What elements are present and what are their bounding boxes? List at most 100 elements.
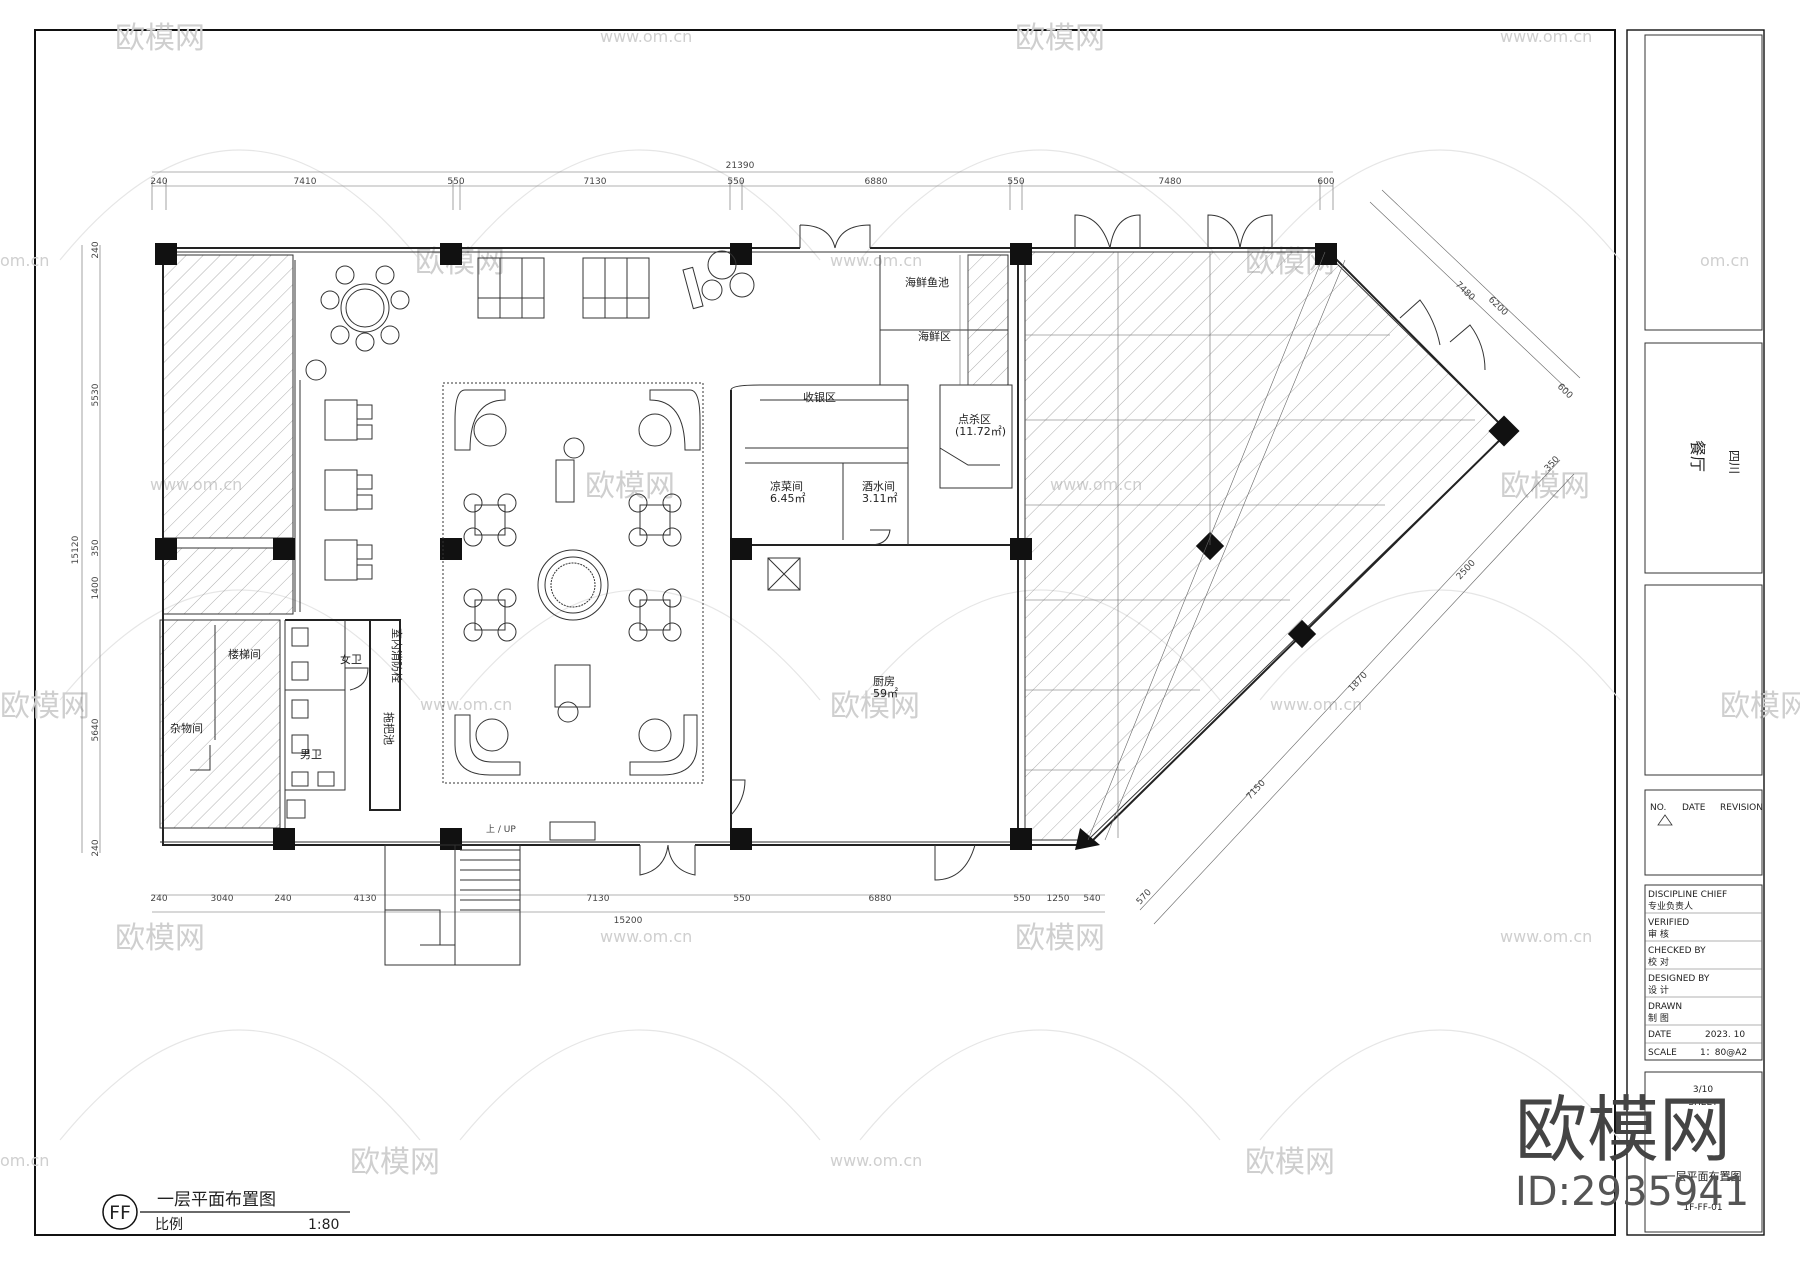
tb-drawing-code: 1F-FF-01 <box>1683 1203 1722 1213</box>
dim-bottom-6: 6880 <box>869 894 892 904</box>
dim-diag-lower-4: 570 <box>1135 887 1154 907</box>
dim-left-0: 240 <box>91 241 101 258</box>
label-male-wc: 男卫 <box>300 748 322 761</box>
tb-sheet-no: 3/10 <box>1693 1085 1713 1095</box>
titleblock-location: 四川 <box>1727 450 1741 474</box>
tb-row1-cn: 审 核 <box>1648 928 1669 940</box>
watermark-brand: 欧模网 <box>350 1145 440 1180</box>
brand-watermark-id: ID:2935941 <box>1515 1169 1749 1215</box>
rev-revision: REVISION <box>1720 803 1763 813</box>
label-stair-note: 上 / UP <box>486 824 516 835</box>
tb-row1-en: VERIFIED <box>1648 918 1689 928</box>
watermark-brand: 欧模网 <box>1015 921 1105 956</box>
watermark-brand: 欧模网 <box>1015 21 1105 56</box>
label-female-wc: 女卫 <box>340 652 362 666</box>
dim-top-4: 550 <box>727 177 744 187</box>
watermark-site: www.om.cn <box>1500 927 1592 946</box>
dim-top-8: 600 <box>1317 177 1334 187</box>
watermark-brand: 欧模网 <box>1500 469 1590 504</box>
titleblock-project: 餐厅 <box>1688 440 1707 472</box>
brand-watermark-logo: 欧模网 <box>1515 1088 1731 1172</box>
interior-walls <box>284 252 1019 845</box>
dim-diag-upper-1: 6200 <box>1486 295 1510 318</box>
watermark-site-short: om.cn <box>1700 251 1749 270</box>
dim-left-3: 1400 <box>91 576 101 599</box>
watermark-brand: 欧模网 <box>1245 1145 1335 1180</box>
label-fire-hydrant: 室内消防栓 <box>390 628 404 683</box>
dim-bottom-5: 550 <box>733 894 750 904</box>
tb-drawing-name: 一层平面布置图 <box>1665 1170 1742 1183</box>
tb-row4-cn: 制 图 <box>1648 1012 1669 1024</box>
dim-diag-lower-3: 7150 <box>1245 778 1268 802</box>
label-mop: 拖把池 <box>382 712 396 745</box>
tb-date-label: DATE <box>1648 1030 1672 1040</box>
watermark-brand: 欧模网 <box>830 689 920 724</box>
dim-top-total: 21390 <box>726 161 755 171</box>
tb-row2-en: CHECKED BY <box>1648 946 1706 956</box>
dim-left-5: 240 <box>91 839 101 856</box>
plan-scale-value: 1:80 <box>308 1217 339 1233</box>
label-stair: 楼梯间 <box>228 647 261 661</box>
brand-watermark: 欧模网 ID:2935941 <box>1515 1088 1749 1215</box>
dim-top-3: 7130 <box>584 177 607 187</box>
label-seafood-tank: 海鲜鱼池 <box>905 275 949 289</box>
watermark-brand: 欧模网 <box>0 689 90 724</box>
watermark-site: www.om.cn <box>1270 695 1362 714</box>
dim-left-1: 5530 <box>91 383 101 406</box>
dim-left-2: 350 <box>91 539 101 556</box>
tb-row3-en: DESIGNED BY <box>1648 974 1710 984</box>
dim-top-7: 7480 <box>1159 177 1182 187</box>
watermark-site: www.om.cn <box>600 27 692 46</box>
dimension-top: 21390 240 7410 550 7130 550 6880 550 748… <box>150 161 1335 210</box>
dim-bottom-8: 1250 <box>1047 894 1070 904</box>
tb-scale-value: 1：80@A2 <box>1700 1048 1747 1058</box>
dim-top-2: 550 <box>447 177 464 187</box>
tb-row3-cn: 设 计 <box>1648 984 1669 996</box>
watermark-site: www.om.cn <box>830 251 922 270</box>
dimension-left: 15120 240 5530 350 1400 5640 240 <box>71 241 101 856</box>
tb-row0-en: DISCIPLINE CHIEF <box>1648 890 1727 900</box>
watermark-brand: 欧模网 <box>115 21 205 56</box>
plan-title: 一层平面布置图 <box>157 1190 276 1210</box>
dim-top-0: 240 <box>150 177 167 187</box>
hatched-zones <box>159 251 1509 841</box>
dimension-bottom: 240 3040 240 4130 7130 550 6880 550 1250… <box>150 894 1105 926</box>
label-cold-dish-area: 6.45㎡ <box>770 492 806 505</box>
tb-row2-cn: 校 对 <box>1648 956 1669 968</box>
watermark-site-short: om.cn <box>0 251 49 270</box>
dim-top-5: 6880 <box>865 177 888 187</box>
sheet-border <box>34 29 1616 1236</box>
dim-bottom-0: 240 <box>150 894 167 904</box>
watermark-site: www.om.cn <box>1500 27 1592 46</box>
titleblock-frame <box>1626 29 1765 1236</box>
tb-row0-cn: 专业负责人 <box>1648 900 1693 912</box>
watermark-texts: 欧模网 www.om.cn 欧模网 www.om.cn om.cn 欧模网 ww… <box>0 21 1800 1180</box>
dim-bottom-1: 3040 <box>211 894 234 904</box>
entry-stairs <box>384 844 521 966</box>
dim-bottom-9: 540 <box>1083 894 1100 904</box>
watermark-site-short: om.cn <box>0 1151 49 1170</box>
dim-left-total: 15120 <box>71 535 81 564</box>
rev-no: NO. <box>1650 803 1666 813</box>
label-cold-dish: 凉菜间 <box>770 479 803 493</box>
dim-bottom-3: 4130 <box>354 894 377 904</box>
watermark-brand: 欧模网 <box>115 921 205 956</box>
tb-scale-label: SCALE <box>1648 1048 1677 1058</box>
doors <box>345 214 1486 881</box>
tb-date-value: 2023. 10 <box>1705 1030 1745 1040</box>
label-kitchen: 厨房 <box>873 675 895 688</box>
label-wine-area: 3.11㎡ <box>862 492 898 505</box>
watermark-site: www.om.cn <box>600 927 692 946</box>
dim-bottom-7: 550 <box>1013 894 1030 904</box>
label-slaughter: 点杀区 <box>958 412 991 426</box>
dim-left-4: 5640 <box>91 718 101 741</box>
dim-bottom-total: 15200 <box>614 916 643 926</box>
dim-diag-lower-0: 2500 <box>1455 558 1478 582</box>
tb-sheet-label: SHEET <box>1688 1098 1718 1108</box>
plan-title-block: FF 一层平面布置图 比例 1:80 <box>102 1190 350 1233</box>
dim-top-1: 7410 <box>294 177 317 187</box>
dim-bottom-4: 7130 <box>587 894 610 904</box>
label-slaughter-area: (11.72㎡) <box>955 425 1006 438</box>
label-seafood-area: 海鲜区 <box>918 329 951 343</box>
